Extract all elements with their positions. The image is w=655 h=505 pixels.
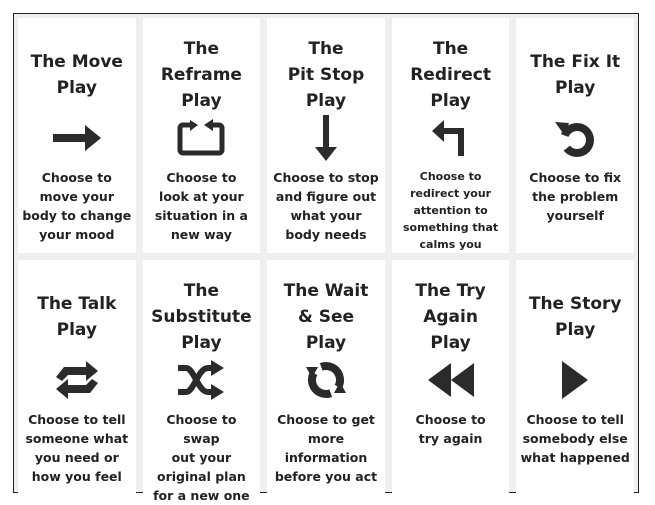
card-title: The Redirect Play	[410, 39, 491, 111]
card-description: Choose to look at your situation in a ne…	[154, 170, 248, 242]
card-title: The Fix It Play	[530, 52, 621, 98]
shuffle-icon	[176, 356, 226, 404]
card-title: The Story Play	[528, 294, 622, 340]
card-description: Choose to fix the problem yourself	[529, 170, 622, 223]
card-reframe-play: The Reframe Play Choose to look at your …	[142, 18, 261, 253]
card-fix-it-play: The Fix It Play Choose to fix the proble…	[516, 18, 634, 253]
card-description: Choose to get more information before yo…	[274, 412, 378, 484]
card-description: Choose to tell someone what you need or …	[25, 412, 129, 484]
card-description: Choose to move your body to change your …	[22, 170, 132, 242]
undo-circle-icon	[553, 114, 597, 162]
plays-grid: The Move Play Choose to move your body t…	[18, 18, 634, 505]
card-description: Choose to redirect your attention to som…	[402, 170, 499, 251]
card-wait-and-see-play: The Wait & See Play Choose to get more i…	[267, 260, 385, 505]
card-redirect-play: The Redirect Play Choose to redirect you…	[391, 18, 510, 253]
card-try-again-play: The Try Again Play Choose to try again	[391, 260, 510, 505]
card-pit-stop-play: The Pit Stop Play Choose to stop and fig…	[267, 18, 385, 253]
card-description: Choose to swap out your original plan fo…	[153, 412, 250, 503]
sync-circle-icon	[304, 356, 348, 404]
play-icon	[560, 356, 590, 404]
card-description: Choose to try again	[415, 412, 486, 446]
card-talk-play: The Talk Play Choose to tell someone wha…	[18, 260, 136, 505]
card-title: The Talk Play	[37, 294, 117, 340]
card-title: The Try Again Play	[415, 281, 486, 353]
card-description: Choose to stop and figure out what your …	[273, 170, 379, 242]
card-story-play: The Story Play Choose to tell somebody e…	[516, 260, 634, 505]
reframe-loop-icon	[177, 114, 225, 162]
rewind-icon	[426, 356, 476, 404]
turn-left-arrow-icon	[431, 114, 470, 162]
card-title: The Reframe Play	[160, 39, 242, 111]
arrow-right-icon	[51, 114, 103, 162]
arrow-down-icon	[314, 114, 338, 162]
card-title: The Substitute Play	[151, 281, 252, 353]
card-title: The Wait & See Play	[283, 281, 369, 353]
swap-arrows-icon	[52, 356, 102, 404]
card-description: Choose to tell somebody else what happen…	[520, 412, 630, 465]
card-substitute-play: The Substitute Play Choose to swap out y…	[142, 260, 261, 505]
card-move-play: The Move Play Choose to move your body t…	[18, 18, 136, 253]
plays-chart-frame: The Move Play Choose to move your body t…	[13, 13, 639, 505]
card-title: The Move Play	[30, 52, 123, 98]
card-title: The Pit Stop Play	[287, 39, 365, 111]
